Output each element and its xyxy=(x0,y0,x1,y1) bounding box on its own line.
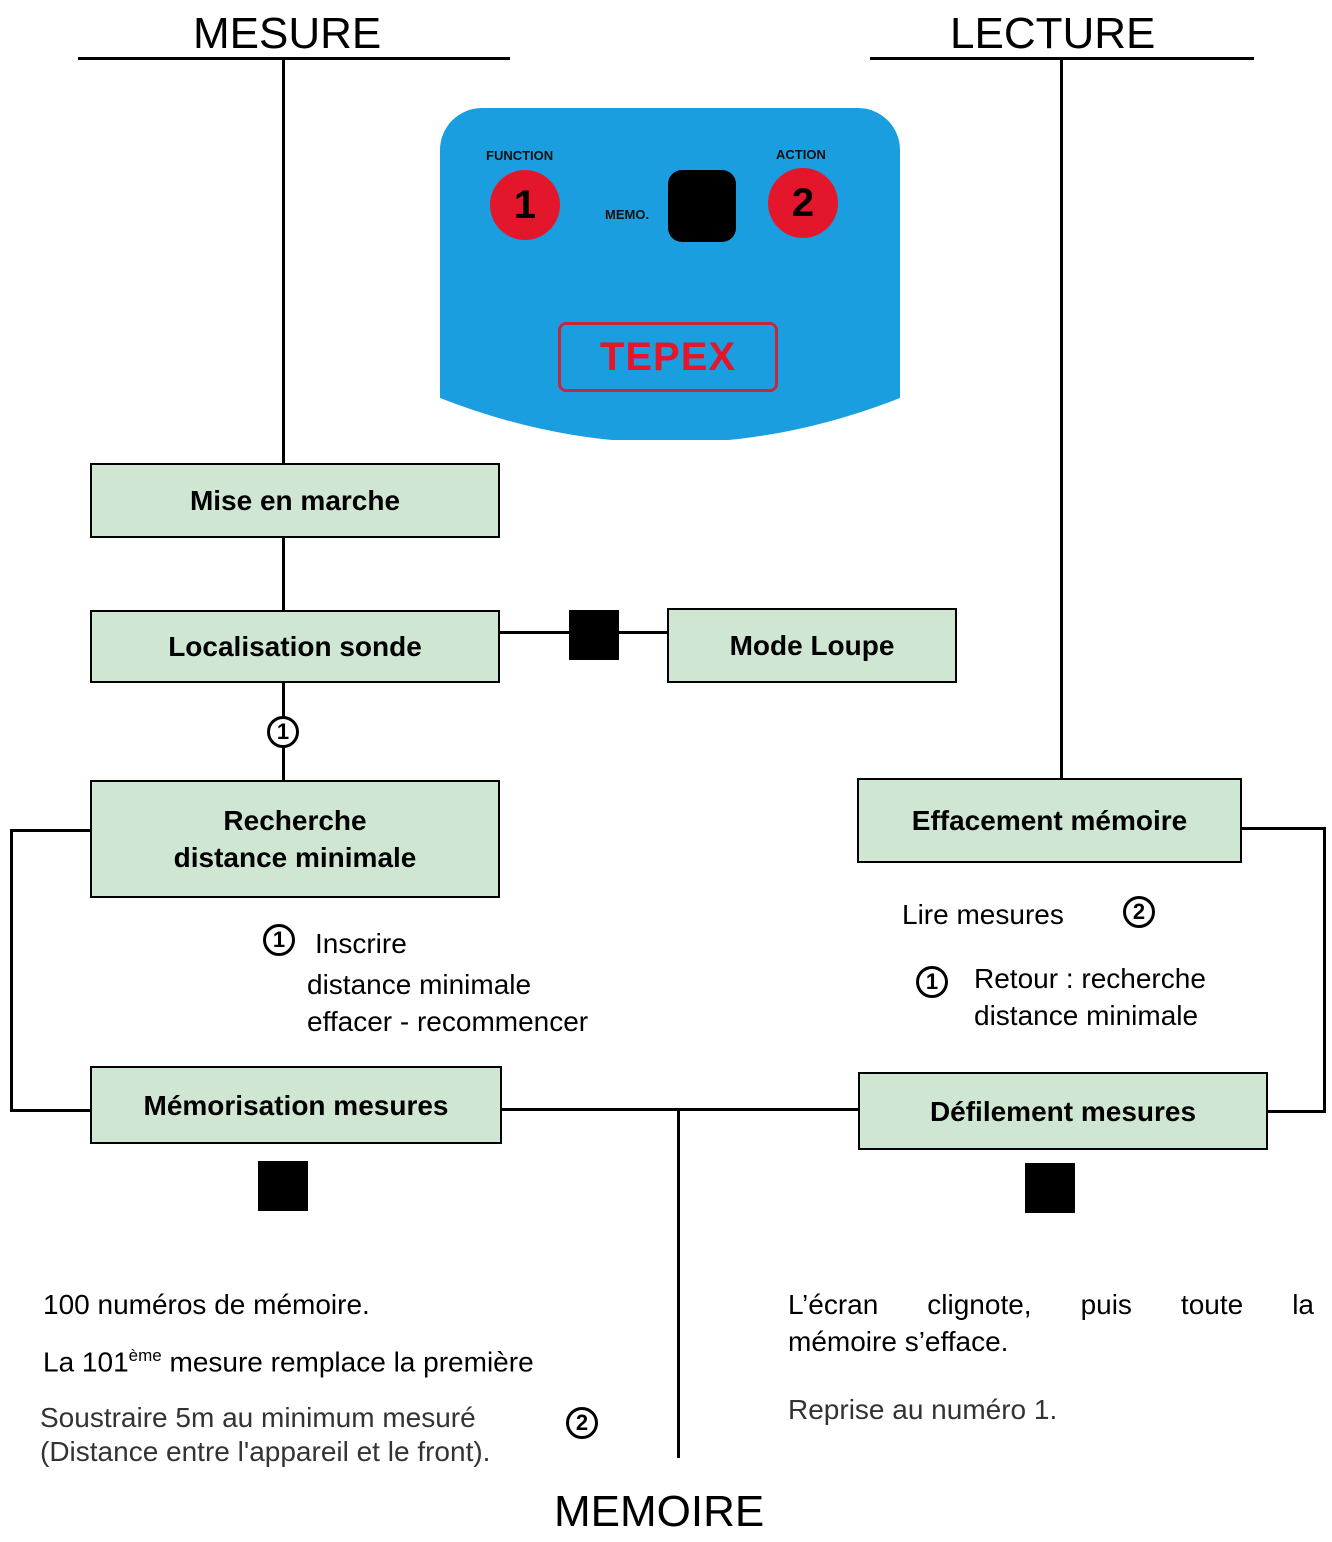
note-blink-word-3: puis xyxy=(1080,1289,1132,1320)
annotation-retour-line2: distance minimale xyxy=(974,1000,1199,1031)
note-replace-sup: ème xyxy=(128,1346,162,1365)
note-blink-word-4: toute xyxy=(1180,1289,1244,1320)
marker-2-icon-subtract: 2 xyxy=(566,1407,598,1439)
memoire-trunk-line xyxy=(677,1108,680,1458)
note-blink-word-5: la xyxy=(1292,1289,1314,1320)
box-effacement-memoire: Effacement mémoire xyxy=(857,778,1242,863)
note-blink-line1: L’écran clignote, puis toute la xyxy=(788,1287,1314,1323)
annotation-effacer-recommencer: effacer - recommencer xyxy=(307,1006,589,1037)
box-defilement-mesures: Défilement mesures xyxy=(858,1072,1268,1150)
lecture-trunk-line xyxy=(1060,57,1063,797)
mesure-trunk-line xyxy=(282,57,285,463)
box-memorisation-mesures: Mémorisation mesures xyxy=(90,1066,502,1144)
connector-marche-localisation xyxy=(282,537,285,610)
loop-left-top xyxy=(10,829,90,832)
function-button-1[interactable]: 1 xyxy=(490,170,560,240)
memo-button[interactable] xyxy=(668,170,736,242)
box-mode-loupe: Mode Loupe xyxy=(667,608,957,683)
note-subtract-line2: (Distance entre l'appareil et le front). xyxy=(40,1436,491,1467)
note-blink-line2: mémoire s’efface. xyxy=(788,1326,1009,1357)
loop-right-bottom xyxy=(1268,1110,1326,1113)
annotation-retour-line1: Retour : recherche xyxy=(974,963,1206,994)
heading-memoire: MEMOIRE xyxy=(554,1487,765,1536)
marker-1-icon-retour: 1 xyxy=(916,966,948,998)
heading-mesure: MESURE xyxy=(193,9,382,58)
box-recherche-distance: Recherche distance minimale xyxy=(90,780,500,898)
note-reprise: Reprise au numéro 1. xyxy=(788,1394,1058,1425)
loop-left-vertical xyxy=(10,829,13,1112)
note-blink-word-1: L’écran xyxy=(788,1289,879,1320)
function-label: FUNCTION xyxy=(486,148,554,163)
recherche-line2: distance minimale xyxy=(173,842,417,873)
loop-left-bottom xyxy=(10,1109,90,1112)
note-replace: La 101ème mesure remplace la première xyxy=(43,1338,534,1380)
note-blink-word-2: clignote, xyxy=(927,1289,1032,1320)
box-localisation-sonde: Localisation sonde xyxy=(90,610,500,683)
recherche-line1: Recherche xyxy=(223,805,367,836)
tepex-logo: TEPEX xyxy=(558,322,778,392)
memo-label: MEMO. xyxy=(605,207,650,222)
marker-2-icon-lire: 2 xyxy=(1123,896,1155,928)
note-memory-count: 100 numéros de mémoire. xyxy=(43,1289,370,1320)
memo-key-square-right xyxy=(1025,1163,1075,1213)
marker-1-icon-inscrire: 1 xyxy=(263,924,295,956)
note-replace-prefix: La 101 xyxy=(43,1346,129,1378)
annotation-inscrire: Inscrire xyxy=(315,928,407,959)
loop-right-vertical xyxy=(1323,827,1326,1113)
tepex-device: FUNCTION ACTION MEMO. 1 2 TEPEX xyxy=(440,108,900,440)
annotation-lire-mesures: Lire mesures xyxy=(902,899,1064,930)
mesure-underline xyxy=(78,57,510,60)
marker-1-icon: 1 xyxy=(267,716,299,748)
bottom-connector xyxy=(502,1108,858,1111)
loop-right-top xyxy=(1242,827,1326,830)
memo-key-square-left xyxy=(258,1161,308,1211)
heading-lecture: LECTURE xyxy=(950,9,1156,58)
note-subtract-line1: Soustraire 5m au minimum mesuré xyxy=(40,1402,476,1433)
memo-key-square xyxy=(569,610,619,660)
note-replace-suffix: mesure remplace la première xyxy=(161,1346,534,1378)
action-button-2[interactable]: 2 xyxy=(768,168,838,238)
action-label: ACTION xyxy=(776,147,826,162)
box-mise-en-marche: Mise en marche xyxy=(90,463,500,538)
annotation-distance-minimale: distance minimale xyxy=(307,969,532,1000)
